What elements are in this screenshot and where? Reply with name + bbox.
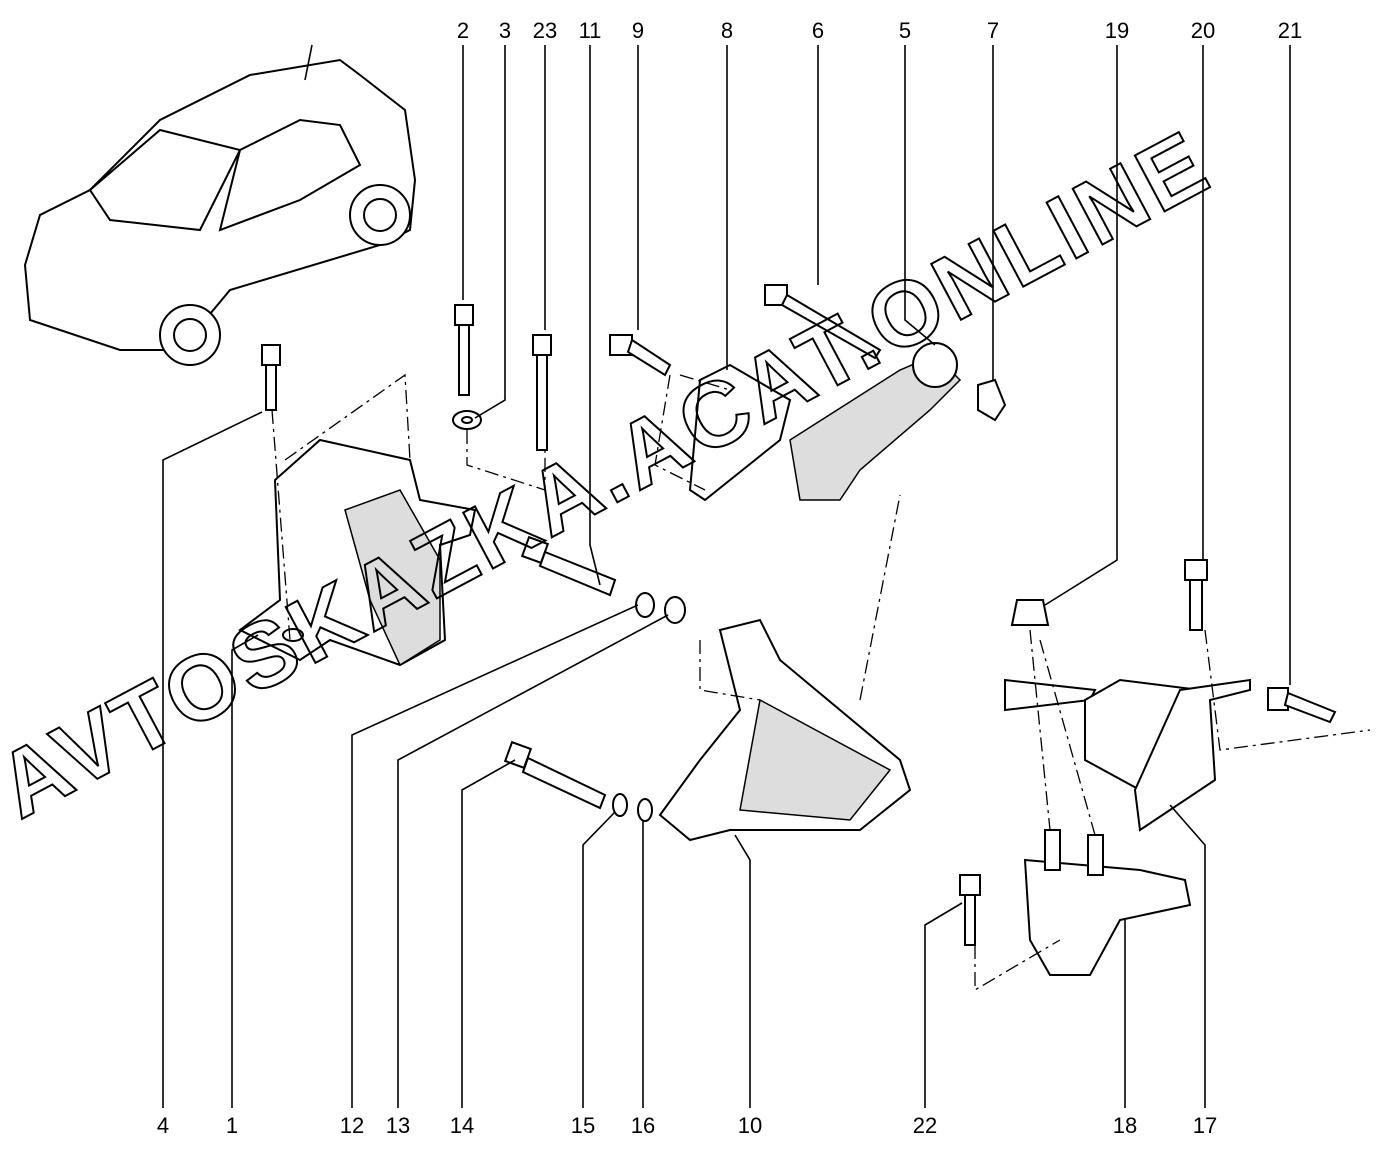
bolts-left: [261, 304, 552, 641]
callout-20: 20: [1191, 18, 1215, 43]
callouts-bottom: 4 1 12 13 14 15 16 10 22 18 17: [157, 1113, 1217, 1138]
callout-1: 1: [226, 1113, 238, 1138]
callout-5: 5: [899, 18, 911, 43]
part-5-torque-rod: [789, 342, 1007, 501]
callout-6: 6: [812, 18, 824, 43]
callout-7: 7: [987, 18, 999, 43]
callout-18: 18: [1113, 1113, 1137, 1138]
callout-11: 11: [579, 18, 602, 43]
callout-15: 15: [571, 1113, 595, 1138]
vehicle-thumbnail: [23, 44, 417, 366]
callout-9: 9: [632, 18, 644, 43]
part-10-bracket: [658, 494, 912, 842]
callout-22: 22: [913, 1113, 937, 1138]
callout-16: 16: [631, 1113, 655, 1138]
callout-3: 3: [499, 18, 511, 43]
bolt-14-washers: [503, 740, 653, 822]
callout-12: 12: [340, 1113, 364, 1138]
callout-2: 2: [457, 18, 469, 43]
part-8-bracket: [609, 284, 882, 502]
callout-17: 17: [1193, 1113, 1217, 1138]
callouts-top: 2 3 23 11 9 8 6 5 7 19 20 21: [457, 18, 1302, 43]
bolt-11-washers: [520, 535, 686, 624]
callout-21: 21: [1278, 18, 1302, 43]
right-mount-assembly: [959, 559, 1371, 992]
callout-13: 13: [386, 1113, 410, 1138]
callout-8: 8: [721, 18, 733, 43]
callout-4: 4: [157, 1113, 169, 1138]
callout-23: 23: [533, 18, 557, 43]
callout-10: 10: [738, 1113, 762, 1138]
part-1-engine-mount: [238, 438, 477, 667]
leader-lines: [162, 45, 1291, 1108]
callout-14: 14: [450, 1113, 474, 1138]
callout-19: 19: [1105, 18, 1129, 43]
